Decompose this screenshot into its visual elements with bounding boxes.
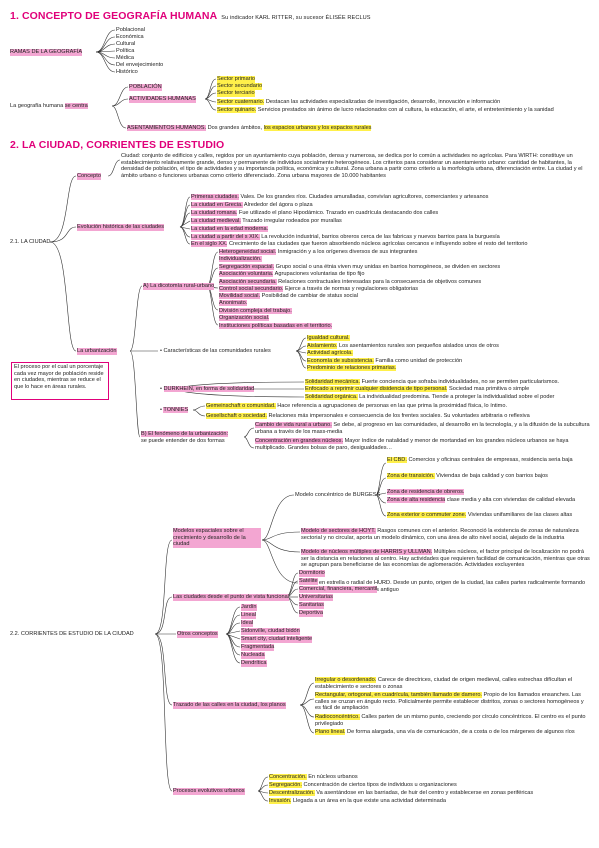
evolucion-item: La ciudad romana. Fue utilizado el plano… (191, 210, 439, 216)
funcional-item: Sanitarias (299, 602, 324, 609)
ramas-item: Poblacional (116, 27, 145, 33)
poblacion-label: POBLACIÓN (129, 84, 162, 91)
modelos-label: Modelos espaciales sobre el crecimiento … (173, 528, 261, 548)
dicotomia-item: Control social secundario. Ejerce a trav… (219, 286, 419, 292)
caracteristicas-item: Actividad agrícola. (307, 350, 353, 356)
dicotomia-item: Organización social. (219, 315, 270, 321)
otros-item: Fragmentada (241, 644, 275, 651)
dicotomia-item: Individualización. (219, 256, 262, 262)
procesos-item: Descentralización. Va asentándose en las… (269, 790, 534, 796)
caracteristicas-item: Predominio de relaciones primarias. (307, 365, 397, 371)
burgess-label: Modelo concéntrico de BURGESS (295, 492, 381, 498)
funcional-item: Comercial, financiera, mercantil (299, 586, 378, 593)
caracteristicas-label: • Características de las comunidades rur… (160, 348, 271, 354)
durkhein-item: Solidaridad mecánica. Fuerte conciencia … (305, 379, 560, 385)
burgess-item: Zona de residencia de obreros. (387, 489, 465, 495)
caracteristicas-item: Economía de subsistencia. Familia como u… (307, 358, 463, 364)
fenomeno-item: Concentración en grandes núcleos. Mayor … (255, 438, 569, 451)
dicotomia-item: Asociación secundaria. Relaciones contra… (219, 279, 482, 285)
funcional-item: Deportiva (299, 610, 323, 617)
trazado-item: Rectangular, ortogonal, en cuadrícula, t… (315, 692, 584, 712)
otros-item: Nucleada (241, 652, 265, 659)
ramas-item: Histórico (116, 69, 138, 75)
tonnies-item: Gemeinschaft o comunidad. Hace referenci… (206, 403, 507, 409)
otros-item: Smart city, ciudad inteligente (241, 636, 313, 643)
durkhein-item: Enfocado a reprimir cualquier disidencia… (305, 386, 530, 392)
dicotomia-item: Asociación voluntaria. Agrupaciones volu… (219, 271, 365, 277)
evolucion-label: Evolución histórica de las ciudades (77, 224, 165, 231)
funcional-item: Dormitorio (299, 570, 325, 577)
tonnies-item: Gesellschaft o sociedad. Relaciones más … (206, 413, 530, 419)
ramas-item: Cultural (116, 41, 136, 47)
evolucion-item: La ciudad en la edad moderna. (191, 226, 269, 232)
procesos-item: Segregación. Concentración de ciertos ti… (269, 782, 457, 788)
trazado-item: Plano lineal. De forma alargada, una vía… (315, 729, 575, 735)
evolucion-item: En el siglo XX. Crecimiento de las ciuda… (191, 241, 528, 247)
sector-item: Sector primario (217, 76, 255, 83)
trazado-label: Trazado de las calles en la ciudad, los … (173, 702, 286, 709)
dicotomia-item: División compleja del trabajo. (219, 308, 292, 314)
durkhein-item: Solidaridad orgánica. La individualidad … (305, 394, 555, 400)
section-2-title: 2. LA CIUDAD, CORRIENTES DE ESTUDIO (10, 139, 225, 151)
burgess-item: Zona exterior o commuter zone. Viviendas… (387, 512, 573, 518)
dicotomia-item: Movilidad social. Posibilidad de cambiar… (219, 293, 358, 299)
evolucion-item: La ciudad medieval. Trazado irregular ro… (191, 218, 342, 224)
evolucion-item: Primeras ciudades. Vales. De los grandes… (191, 194, 489, 200)
burgess-item: Zona de alta residencia clase media y al… (387, 497, 576, 503)
hoyt-item: Modelo de sectores de HOYT. Rasgos comun… (301, 528, 579, 541)
evolucion-item: La ciudad a partir del s XIX. La revoluc… (191, 234, 500, 240)
asentamientos-label: ASENTAMIENTOS HUMANOS. Dos grandes ámbit… (127, 125, 372, 131)
geografia-humana-label: La geografía humana se centra (10, 103, 88, 109)
procesos-item: Concentración. En núcleos urbanos (269, 774, 358, 780)
ramas-label: RAMAS DE LA GEOGRAFÍA (10, 49, 83, 56)
procesos-label: Procesos evolutivos urbanos (173, 788, 245, 795)
dicotomia-item: Segregación espacial. Grupo social o una… (219, 264, 501, 270)
funcional-item: Universitarias (299, 594, 333, 601)
funcional-label: Las ciudades desde el punto de vista fun… (173, 594, 289, 601)
fenomeno-label: B) El fenómeno de la urbanización:se pue… (141, 431, 229, 444)
otros-item: Sidonville, ciudad bidón (241, 628, 300, 635)
urbanizacion-label: La urbanización (77, 348, 117, 355)
burgess-item: Zona de transición. Viviendas de baja ca… (387, 473, 548, 479)
caracteristicas-item: Aislamiento. Los asentamientos rurales s… (307, 343, 499, 349)
procesos-item: Invasión. Llegada a un área en la que ex… (269, 798, 446, 804)
ramas-item: Del envejecimiento (116, 62, 164, 68)
tonnies-label: • TONNIES (160, 407, 189, 413)
otros-item: Dendrítica (241, 660, 267, 667)
ramas-item: Económica (116, 34, 144, 40)
funcional-item: Satélite (299, 578, 318, 585)
trazado-item: Radioconcéntrico. Calles parten de un mi… (315, 714, 586, 727)
ramas-item: Médica (116, 55, 135, 61)
sector-item: Sector quinario. Servicios prestados sin… (217, 107, 554, 113)
otros-label: Otros conceptos (177, 631, 218, 638)
harris-item: Modelo de núcleos múltiples de HARRIS y … (301, 549, 590, 569)
sector-item: Sector secundario (217, 83, 263, 90)
concepto-label: Concepto (77, 173, 101, 180)
otros-item: Lineal (241, 612, 256, 619)
fenomeno-item: Cambio de vida rural a urbano. Se debe, … (255, 422, 590, 435)
se-centra-label: se centra (64, 103, 88, 109)
dicotomia-item: Heterogeneidad social. Inmigración y a l… (219, 249, 418, 255)
otros-item: Ideal (241, 620, 254, 627)
evolucion-item: La ciudad en Grecia. Alrededor del ágora… (191, 202, 313, 208)
dicotomia-item: Instituciones políticas basadas en el te… (219, 323, 333, 329)
burgess-item: El CBD. Comercios y oficinas centrales d… (387, 457, 573, 463)
urbanizacion-definition: El proceso por el cual un porcentaje cad… (14, 364, 104, 390)
sector-item: Sector terciario (217, 90, 255, 97)
ciudad-heading: 2.1. LA CIUDAD (10, 239, 51, 245)
sector-item: Sector cuaternario. Destacan las activid… (217, 99, 501, 105)
otros-item: Jardín (241, 604, 257, 611)
actividades-label: ACTIVIDADES HUMANAS (129, 96, 196, 103)
caracteristicas-item: Igualdad cultural. (307, 335, 350, 341)
corrientes-heading: 2.2. CORRIENTES DE ESTUDIO DE LA CIUDAD (10, 631, 134, 637)
ramas-item: Política (116, 48, 135, 54)
dicotomia-label: A) La dicotomía rural-urbano (143, 283, 215, 290)
durkhein-label: • DURKHEIN, en forma de solidaridad (160, 386, 255, 392)
trazado-item: Irregular o desordenado. Carece de direc… (315, 677, 573, 690)
concepto-text: Ciudad: conjunto de edificios y calles, … (121, 153, 583, 179)
section-1-subtitle: Su indicador KARL RITTER, su sucesor ÉLI… (221, 15, 371, 21)
dicotomia-item: Anonimato. (219, 300, 248, 306)
urbanizacion-definition-box: El proceso por el cual un porcentaje cad… (11, 362, 109, 400)
